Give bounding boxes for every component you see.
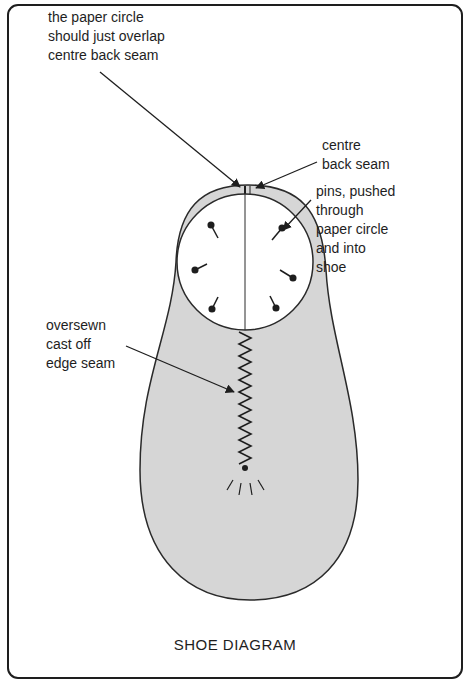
callout-label: pins, pushed through paper circle and in…: [316, 182, 400, 277]
oversewn-seam: [239, 332, 251, 464]
callout-label: centre back seam: [322, 136, 394, 174]
callout-label: the paper circle should just overlap cen…: [48, 8, 180, 65]
frame-border: [8, 5, 462, 678]
seam-end: [242, 465, 248, 471]
seam-stitch: [239, 332, 251, 464]
leader-lines: [100, 72, 317, 392]
paper-circle: [177, 194, 313, 330]
diagram-caption: SHOE DIAGRAM: [0, 636, 470, 653]
callout-label: oversewn cast off edge seam: [46, 316, 124, 373]
circle-centre-line: [245, 194, 246, 330]
pins: [192, 222, 296, 312]
radiating-lines: [227, 480, 264, 495]
